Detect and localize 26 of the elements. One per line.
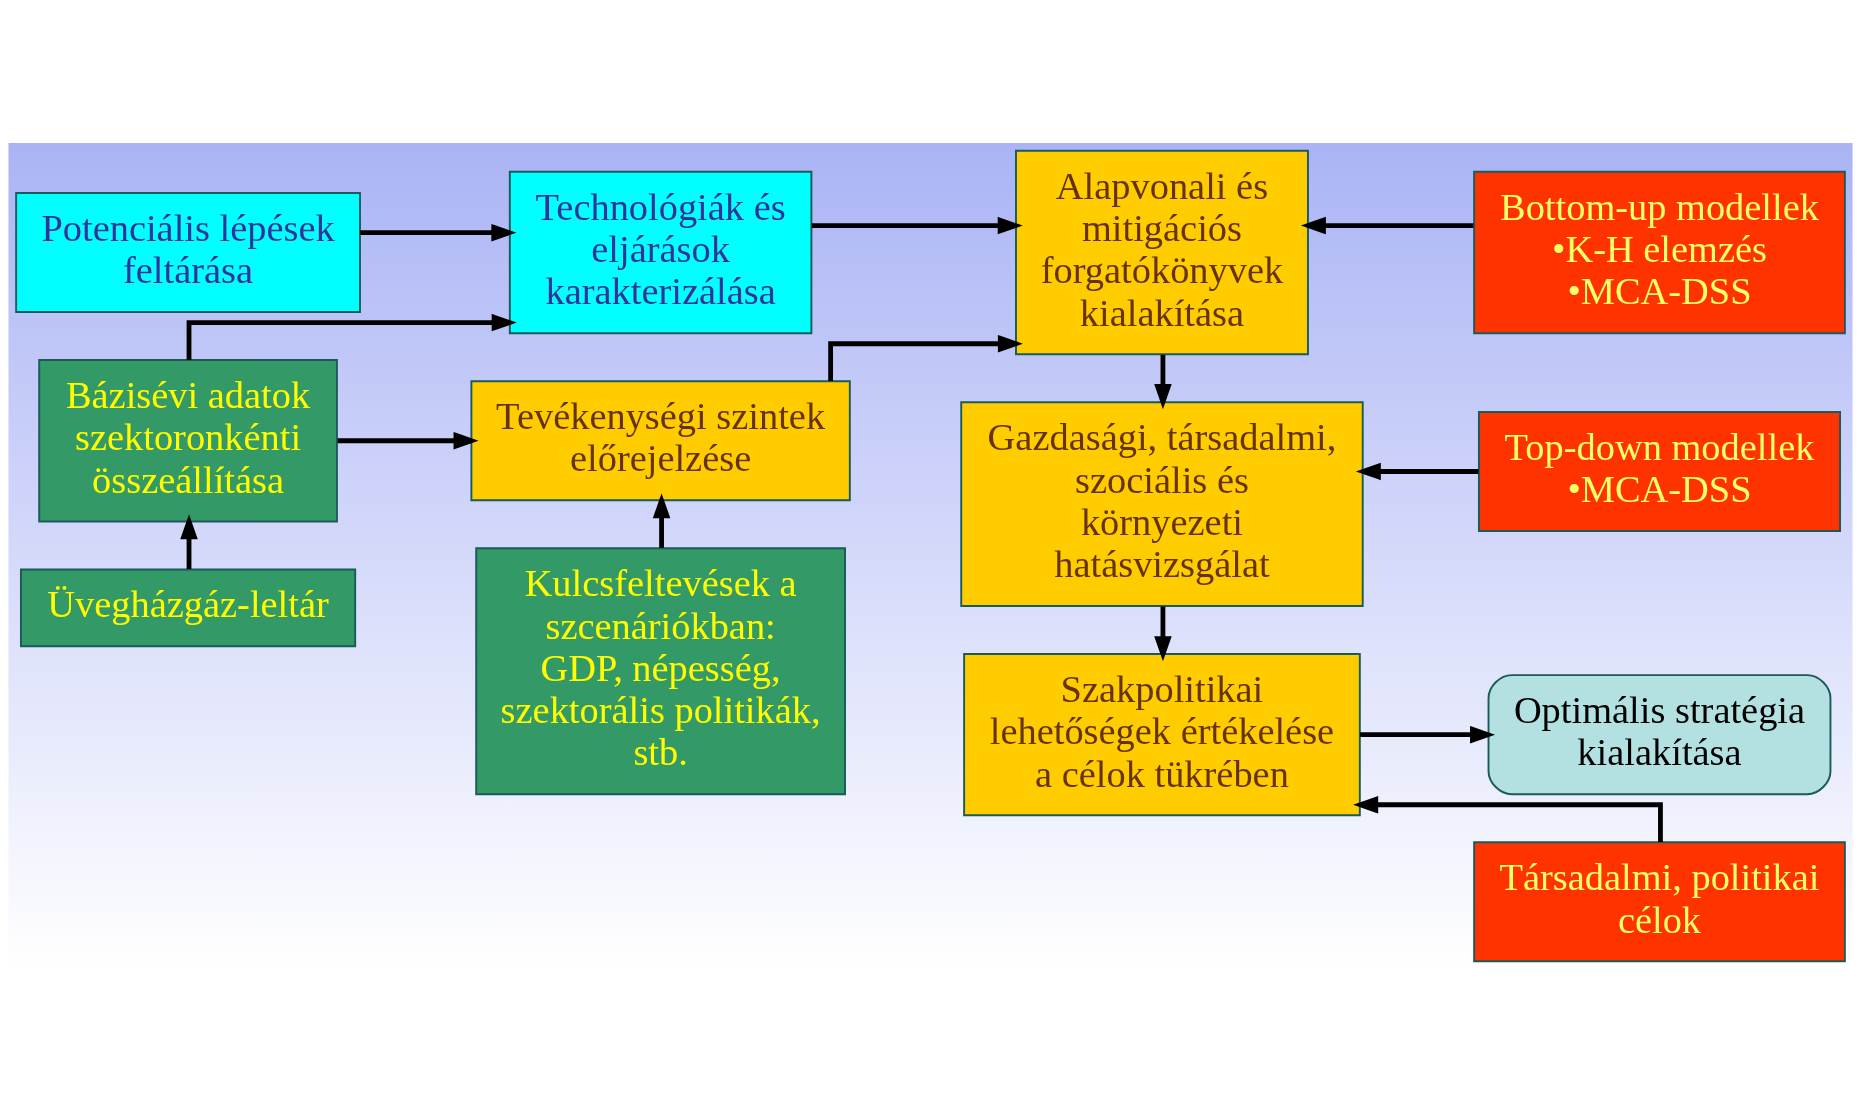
arrow: [1360, 725, 1496, 743]
arrow: [180, 513, 198, 569]
arrow: [186, 313, 517, 360]
arrow: [360, 223, 517, 241]
node-box: Kulcsfeltevések a szcenáriókban: GDP, népesség, szektorális politikák, stb.: [475, 546, 846, 795]
node-box: Üvegházgáz-leltár: [20, 568, 357, 647]
arrow: [1154, 354, 1172, 409]
node-box: Gazdasági, társadalmi, szociális és környezeti hatásvizsgálat: [960, 400, 1364, 607]
arrow: [652, 492, 671, 548]
node-box: Alapvonali és mitigációs forgatókönyvek kialakítása: [1015, 149, 1309, 355]
node-box: Top-down modellek •MCA-DSS: [1477, 410, 1841, 532]
node-box: Bázisévi adatok szektoronkénti összeállítása: [38, 358, 338, 522]
arrow: [828, 334, 1023, 381]
arrow: [1300, 216, 1474, 234]
node-box: Szakpolitikai lehetőségek értékelése a célok tükrében: [963, 652, 1361, 816]
node-box: Társadalmi, politikai célok: [1473, 840, 1846, 962]
arrow: [1355, 462, 1479, 480]
node-box: Technológiák és eljárások karakterizálása: [508, 170, 813, 334]
node-box: Optimális stratégia kialakítása: [1487, 673, 1832, 795]
arrow: [1353, 795, 1663, 842]
arrow: [811, 216, 1023, 234]
node-box: Potenciális lépések feltárása: [15, 191, 361, 313]
arrow: [337, 431, 479, 449]
arrow: [1154, 606, 1172, 661]
node-box: Bottom-up modellek •K-H elemzés •MCA-DSS: [1473, 170, 1846, 334]
node-box: Tevékenységi szintek előrejelzése: [470, 379, 851, 501]
